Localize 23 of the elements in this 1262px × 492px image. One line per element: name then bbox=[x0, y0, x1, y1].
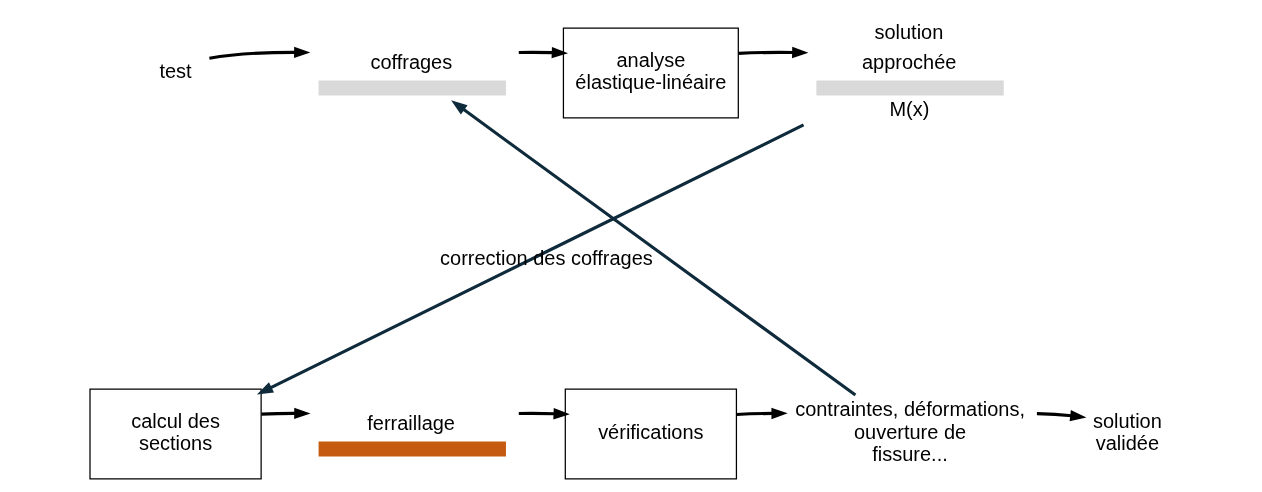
node-box: vérifications bbox=[564, 388, 737, 480]
node-box bbox=[318, 80, 506, 96]
arrow bbox=[450, 100, 856, 397]
arrow bbox=[260, 407, 310, 420]
node-box bbox=[815, 80, 1004, 96]
node-text: solution validée bbox=[1092, 409, 1162, 454]
node-label: coffrages bbox=[369, 51, 452, 73]
node-label: solution approchée bbox=[861, 21, 956, 73]
arrow bbox=[518, 408, 570, 420]
node-label: ferraillage bbox=[366, 412, 455, 434]
node-box bbox=[318, 441, 506, 457]
node-text: contraintes, déformations, ouverture de fissure... bbox=[794, 398, 1025, 466]
arrow bbox=[737, 46, 808, 59]
arrow bbox=[735, 407, 788, 420]
node-box: analyse élastique-linéaire bbox=[562, 27, 739, 119]
arrow bbox=[256, 123, 804, 395]
node-label: M(x) bbox=[888, 98, 929, 121]
edge-label: correction des coffrages bbox=[439, 247, 653, 270]
node-text: test bbox=[158, 59, 192, 82]
arrow bbox=[518, 46, 568, 59]
arrow bbox=[208, 46, 310, 60]
node-box: calcul des sections bbox=[88, 388, 262, 480]
arrow bbox=[1036, 410, 1086, 422]
